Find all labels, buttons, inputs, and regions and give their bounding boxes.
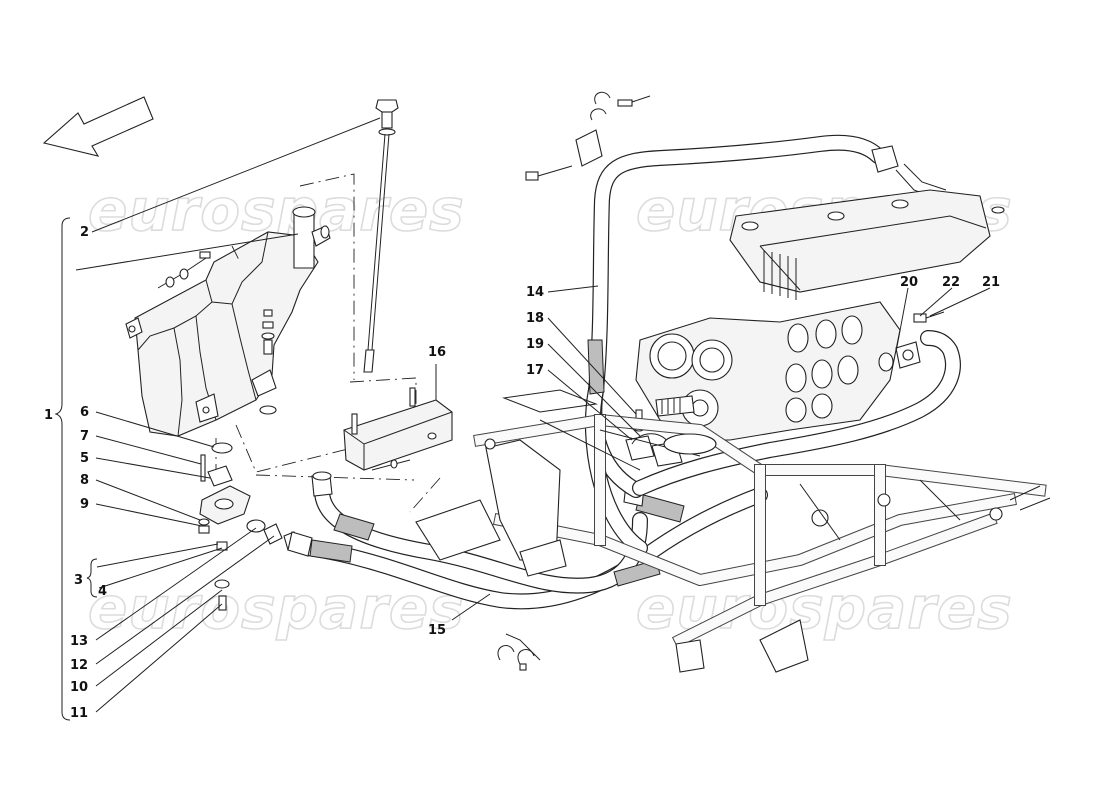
callout-18: 18 — [526, 311, 544, 326]
callout-7: 7 — [80, 429, 89, 444]
bracket-16 — [343, 387, 453, 471]
callout-12: 12 — [70, 658, 88, 673]
callout-22: 22 — [942, 275, 960, 290]
callout-17: 17 — [526, 363, 544, 378]
callout-1: 1 — [44, 408, 53, 423]
callout-labels: 1 2 3 4 5 6 7 8 9 10 11 12 13 14 15 16 1… — [44, 225, 1000, 721]
leader-lines — [75, 117, 991, 713]
dipstick — [363, 99, 399, 373]
chassis-frame — [415, 389, 1051, 673]
callout-11: 11 — [70, 706, 88, 721]
callout-4: 4 — [98, 584, 107, 599]
watermark-bottom-left: eurospares — [88, 574, 465, 642]
hose-clamp-top — [525, 91, 651, 181]
group-bracket — [54, 217, 98, 721]
hose-15 — [287, 471, 768, 610]
callout-5: 5 — [80, 451, 89, 466]
oil-cooler — [729, 189, 1005, 300]
callout-10: 10 — [70, 680, 88, 695]
fitting-stack — [198, 442, 299, 611]
callout-16: 16 — [428, 345, 446, 360]
callout-9: 9 — [80, 497, 89, 512]
oil-tank — [125, 206, 331, 437]
callout-3: 3 — [74, 573, 83, 588]
callout-20: 20 — [900, 275, 918, 290]
callout-8: 8 — [80, 473, 89, 488]
callout-19: 19 — [526, 337, 544, 352]
callout-6: 6 — [80, 405, 89, 420]
callout-2: 2 — [80, 225, 89, 240]
callout-21: 21 — [982, 275, 1000, 290]
callout-13: 13 — [70, 634, 88, 649]
direction-arrow-icon — [42, 96, 154, 157]
callout-15: 15 — [428, 623, 446, 638]
watermark-top-left: eurospares — [88, 176, 465, 244]
callout-14: 14 — [526, 285, 544, 300]
hose-clip-bottom — [497, 633, 541, 671]
fittings-20-22 — [878, 311, 945, 372]
oil-pump — [635, 301, 901, 441]
